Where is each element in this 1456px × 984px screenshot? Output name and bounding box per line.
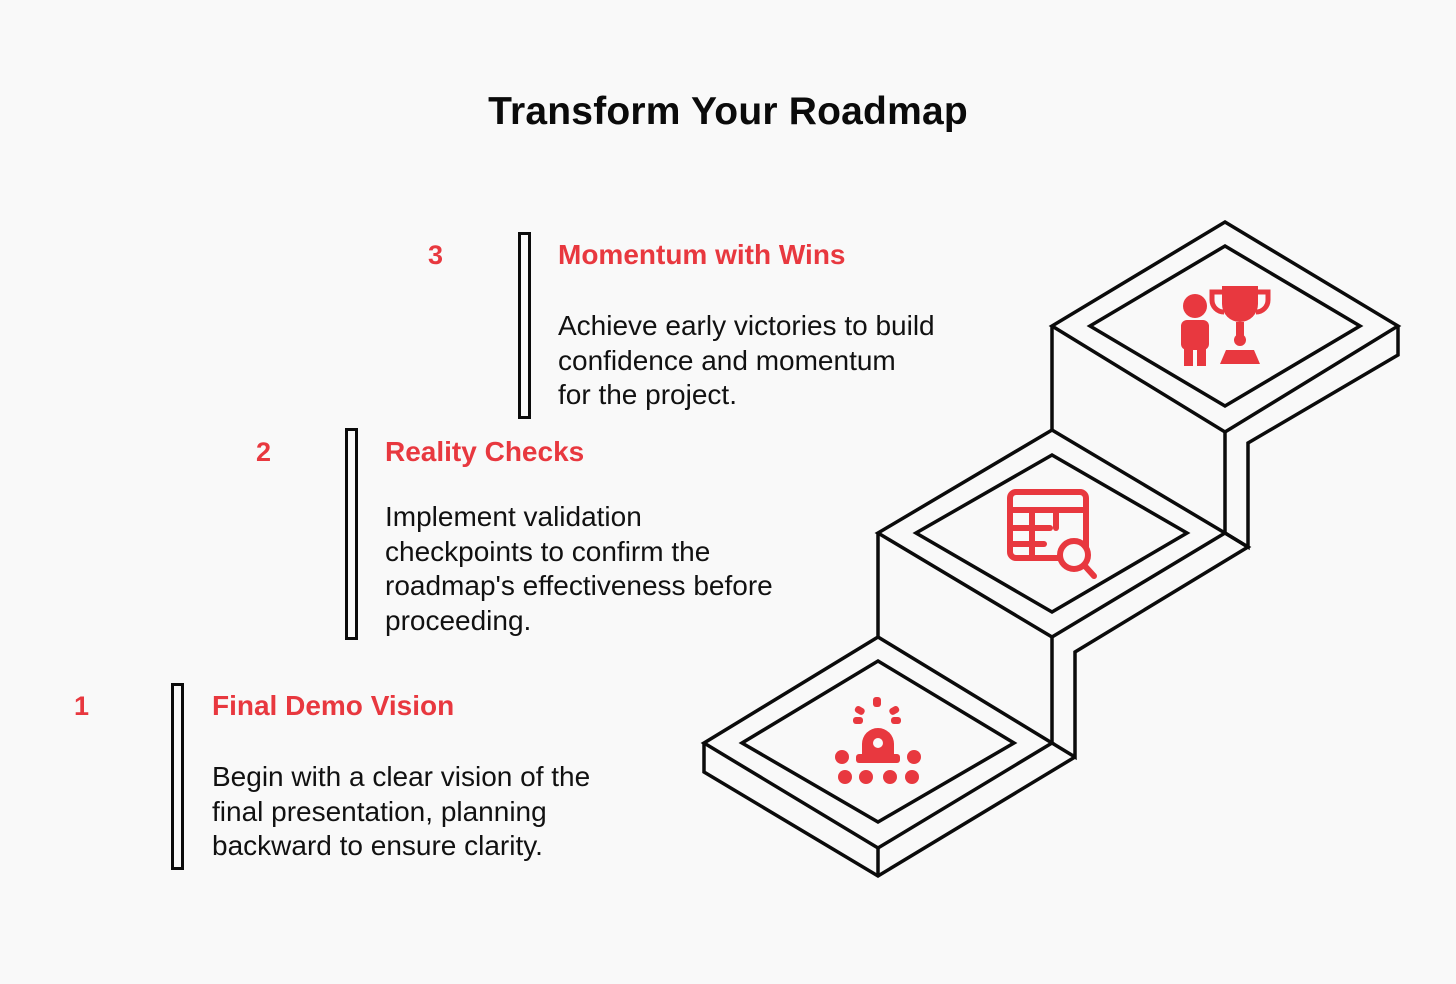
- step-1-line-3: backward to ensure clarity.: [212, 830, 543, 862]
- step-2-line-3: roadmap's effectiveness before: [385, 570, 773, 602]
- step-2-line-2: checkpoints to confirm the: [385, 535, 711, 567]
- step-2-platform: [874, 427, 1229, 640]
- step-2-line-1: Implement validation: [385, 501, 642, 532]
- step-3-line-1: Achieve early victories to build: [558, 310, 935, 341]
- trophy-person-icon: [1181, 286, 1271, 366]
- step-3-bar: [518, 232, 531, 419]
- step-3-line-3: for the project.: [558, 379, 737, 411]
- step-1-inner-frame: [738, 658, 1018, 825]
- table-search-icon: [1007, 489, 1097, 579]
- step-3-heading: Momentum with Wins: [558, 239, 846, 270]
- step-1-number: 1: [74, 691, 90, 721]
- step-3-line-2: confidence and momentum: [558, 344, 896, 376]
- step-2-description: Implement validation checkpoints to conf…: [385, 500, 773, 639]
- step-1-line-1: Begin with a clear vision of the: [212, 761, 591, 792]
- step-1-description: Begin with a clear vision of the final p…: [212, 760, 590, 864]
- step-2-bar: [345, 428, 358, 640]
- step-3-description: Achieve early victories to build confide…: [558, 309, 935, 413]
- step-2-inner-frame: [912, 452, 1191, 615]
- step-3-number: 3: [428, 240, 444, 270]
- step-2-number: 2: [256, 437, 272, 467]
- step-1-line-2: final presentation, planning: [212, 795, 547, 827]
- step-2-heading: Reality Checks: [385, 436, 585, 467]
- step-2-line-4: proceeding.: [385, 605, 532, 637]
- step-3-inner-frame: [1086, 243, 1364, 409]
- alarm-audience-icon: [835, 697, 921, 784]
- page-title: Transform Your Roadmap: [488, 90, 968, 133]
- step-1-bar: [171, 683, 184, 870]
- step-1-heading: Final Demo Vision: [212, 690, 455, 721]
- step-3-platform: [1048, 219, 1402, 435]
